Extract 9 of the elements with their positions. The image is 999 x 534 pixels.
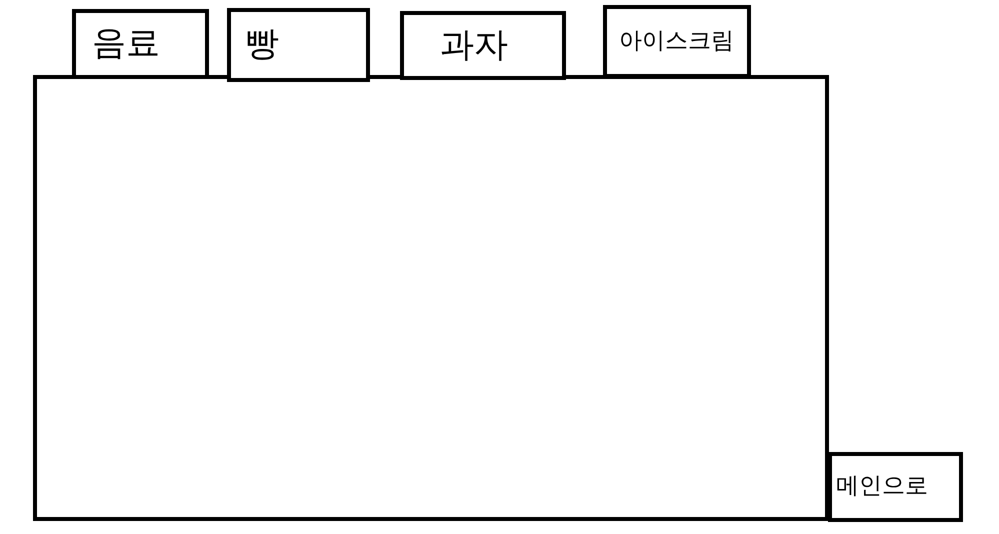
tab-label: 과자 <box>440 26 508 64</box>
tab-box <box>400 11 566 80</box>
tab-box <box>828 452 963 522</box>
tab-label: 빵 <box>245 26 279 64</box>
tab-label: 아이스크림 <box>619 28 734 54</box>
tab-label: 음료 <box>92 25 160 63</box>
tab-box <box>603 5 751 78</box>
tab-label: 메인으로 <box>836 474 928 500</box>
tab-box <box>227 8 370 82</box>
